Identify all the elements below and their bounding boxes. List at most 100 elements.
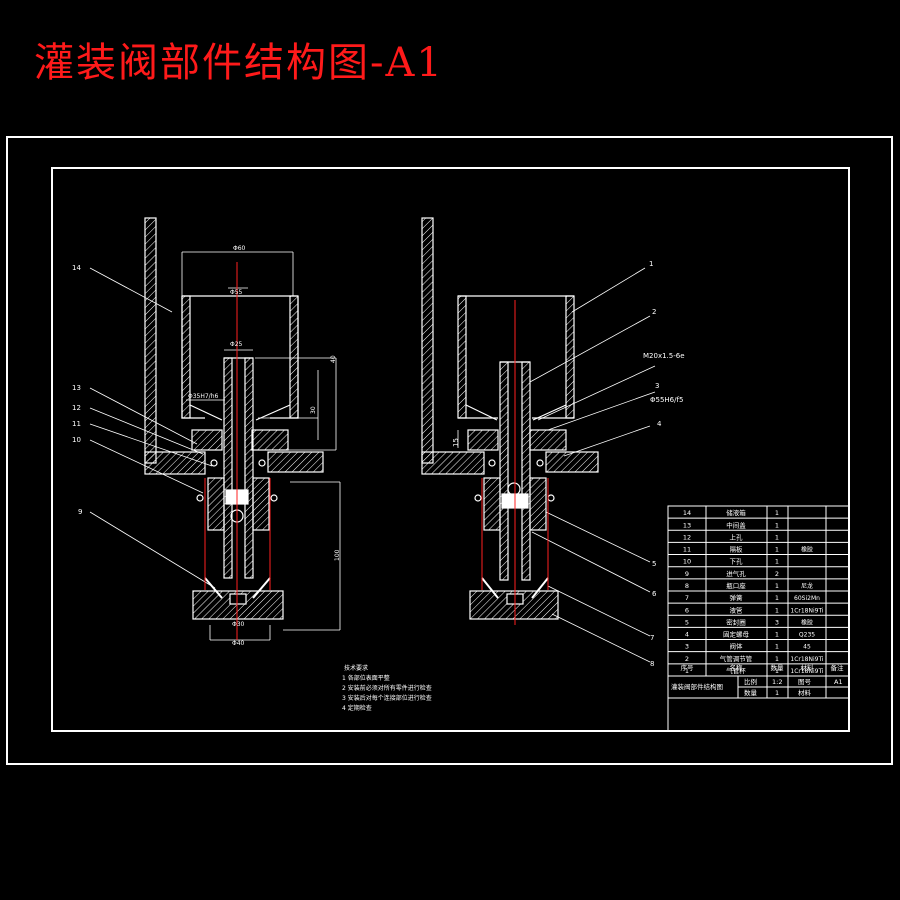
bom-cell-qty: 1	[775, 606, 779, 614]
bom-cell-name: 液管	[730, 605, 744, 614]
bom-cell-no: 5	[685, 618, 689, 626]
bom-cell-name: 固定螺母	[723, 630, 750, 639]
bom-cell-no: 13	[683, 521, 691, 529]
bom-cell-qty: 1	[775, 582, 779, 590]
bom-header-no: 序号	[681, 663, 695, 672]
scale-value: 1:2	[772, 678, 782, 686]
left-view	[89, 217, 341, 641]
left-dim-labels: Φ60 Φ55 Φ25 Φ35H7/h6 Φ30 Φ40 40 30 100	[188, 245, 341, 647]
leader-13: 13	[72, 384, 81, 392]
bom-cell-name: 密封圈	[726, 617, 746, 626]
tech-notes-heading: 技术要求	[344, 664, 368, 672]
leader-11: 11	[72, 420, 81, 428]
leader-3: 3	[655, 382, 659, 390]
bom-cell-material: 1Cr18Ni9Ti	[790, 656, 824, 663]
tech-note-2: 2 安装前必须对所有零件进行检查	[342, 684, 432, 692]
material-label: 材料	[798, 688, 812, 697]
leader-10: 10	[72, 436, 81, 444]
bom-cell-material: Q235	[799, 632, 815, 639]
tech-note-3: 3 安装后对每个连接部位进行检查	[342, 694, 432, 702]
bom-cell-no: 12	[683, 533, 691, 541]
leader-6: 6	[652, 590, 657, 598]
bom-cell-name: 进气孔	[726, 569, 746, 578]
left-centerlines	[204, 262, 271, 640]
bom-cell-qty: 1	[775, 558, 779, 566]
outer-frame	[6, 136, 893, 765]
bom-cell-no: 11	[683, 546, 691, 554]
leader-5: 5	[652, 560, 656, 568]
bom-header: 序号 名称 数量 材料 备注	[681, 663, 845, 672]
right-view	[421, 217, 656, 663]
dim-h100: 100	[334, 549, 341, 561]
bom-cell-no: 3	[685, 643, 689, 651]
bom-cell-name: 储液箱	[726, 508, 746, 517]
bom-table	[667, 505, 850, 732]
leader-1: 1	[649, 260, 653, 268]
inner-frame	[51, 167, 850, 732]
left-leader-labels: 14 13 12 11 10 9	[72, 264, 82, 516]
bom-header-name: 名称	[730, 663, 744, 672]
sheet-value: A1	[834, 678, 843, 686]
leader-4: 4	[657, 420, 662, 428]
dim-h30: 30	[310, 406, 317, 414]
bom-cell-qty: 1	[775, 655, 779, 663]
bom-cell-material: 橡胶	[801, 618, 813, 626]
bom-cell-qty: 1	[775, 631, 779, 639]
leader-9: 9	[78, 508, 82, 516]
bom-cell-material: 尼龙	[801, 582, 813, 590]
bom-cell-no: 4	[685, 631, 689, 639]
page-title: 灌装阀部件结构图-A1	[34, 40, 444, 86]
bom-cell-material: 1Cr18Ni9Ti	[790, 607, 824, 614]
bom-cell-material: 45	[803, 644, 811, 651]
qty-label: 数量	[744, 688, 758, 697]
bom-cell-qty: 1	[775, 594, 779, 602]
bom-cell-name: 气管调节管	[720, 654, 753, 663]
right-centerlines	[481, 300, 549, 625]
bom-header-qty: 数量	[771, 663, 785, 672]
leader-14: 14	[72, 264, 81, 272]
tech-note-4: 4 定期检查	[342, 704, 372, 712]
bom-cell-name: 瓶口座	[726, 581, 746, 590]
bom-cell-no: 8	[685, 582, 689, 590]
tech-note-1: 1 各部位表面平整	[342, 674, 390, 682]
bom-cell-qty: 2	[775, 570, 779, 578]
leader-7: 7	[650, 634, 654, 642]
bom-cell-material: 1Cr18Ni9Ti	[790, 668, 824, 675]
bom-cell-name: 隔板	[730, 545, 744, 554]
drawing-name: 灌装阀部件结构图	[671, 682, 723, 691]
scale-label: 比例	[744, 677, 757, 686]
dim-h40: 40	[330, 355, 337, 363]
bom-cell-name: 下孔	[730, 558, 744, 566]
tech-notes: 技术要求 1 各部位表面平整 2 安装前必须对所有零件进行检查 3 安装后对每个…	[342, 664, 432, 712]
qty-value: 1	[775, 689, 779, 697]
dim-thread: M20x1.5-6e	[643, 352, 685, 360]
bom-cell-qty: 3	[775, 618, 779, 626]
bom-cell-qty: 1	[775, 533, 779, 541]
dim-fit-left: Φ35H7/h6	[188, 393, 219, 400]
bom-cell-no: 7	[685, 594, 689, 602]
leader-2: 2	[652, 308, 656, 316]
dim-d30: Φ30	[232, 621, 245, 628]
bom-cell-name: 弹簧	[730, 593, 744, 602]
bom-cell-no: 2	[685, 655, 689, 663]
dim-h15: 15	[452, 438, 460, 447]
bom-cell-material: 橡胶	[801, 546, 813, 554]
right-dim-labels: M20x1.5-6e Φ55H6/f5 15	[452, 352, 685, 447]
bom-cell-no: 10	[683, 558, 691, 566]
sheet-label: 图号	[798, 678, 812, 686]
dim-d40: Φ40	[232, 640, 245, 647]
bom-cell-qty: 1	[775, 521, 779, 529]
bom-cell-name: 上孔	[730, 532, 744, 541]
bom-cell-name: 中间盖	[726, 520, 746, 529]
bom-cell-name: 阀体	[730, 642, 744, 651]
bom-cell-material: 60Si2Mn	[794, 595, 820, 602]
bom-cell-no: 9	[685, 570, 689, 578]
right-leader-labels: 1 2 3 4 5 6 7 8	[649, 260, 662, 668]
bom-cell-qty: 1	[775, 509, 779, 517]
leader-12: 12	[72, 404, 81, 412]
bom-cell-qty: 1	[775, 667, 779, 675]
title-block: 灌装阀部件结构图 比例 1:2 图号 A1 数量 1 材料	[671, 677, 843, 697]
bom-cell-no: 6	[685, 606, 689, 614]
bom-cell-qty: 1	[775, 546, 779, 554]
